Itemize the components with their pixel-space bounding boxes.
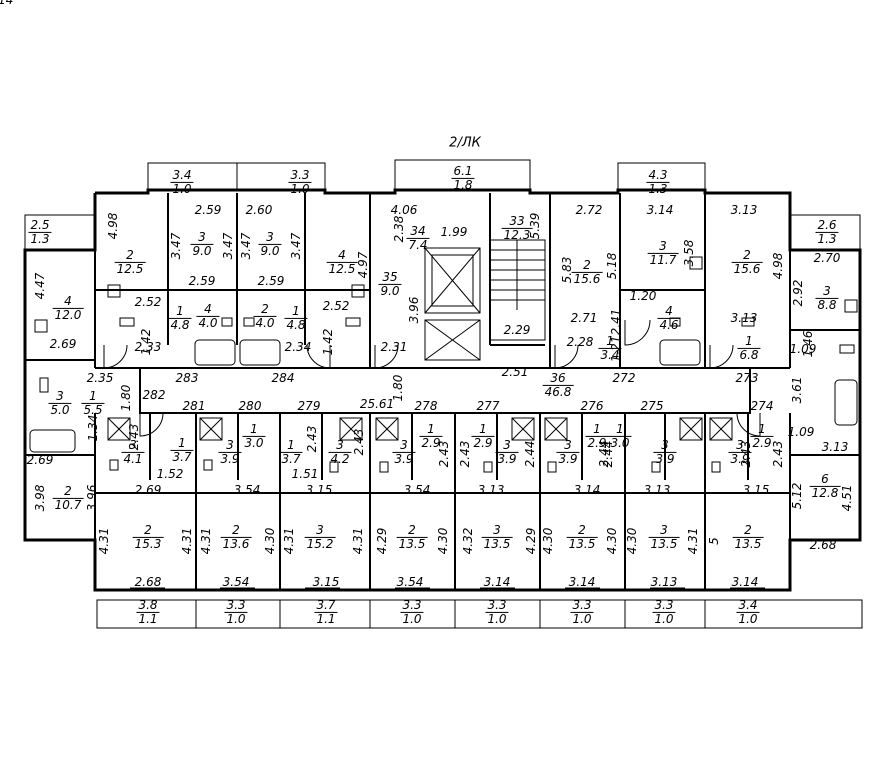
balcony-top-center	[394, 159, 531, 191]
balcony-left	[24, 214, 96, 251]
elevator-shaft-1	[424, 247, 481, 314]
corridor	[139, 367, 751, 414]
bottom-partitions	[25, 413, 860, 590]
bathtubs	[29, 339, 858, 453]
balcony-bottom-strip	[96, 599, 863, 629]
fixtures	[39, 317, 855, 473]
cooker-symbols	[34, 256, 858, 333]
balcony-right	[789, 214, 861, 251]
balcony-top-right	[617, 162, 706, 191]
elevator-shaft-2	[424, 319, 481, 361]
door-swings	[103, 319, 761, 437]
vent-shafts	[107, 417, 733, 441]
outer-walls	[23, 188, 862, 592]
top-partitions	[25, 193, 860, 369]
